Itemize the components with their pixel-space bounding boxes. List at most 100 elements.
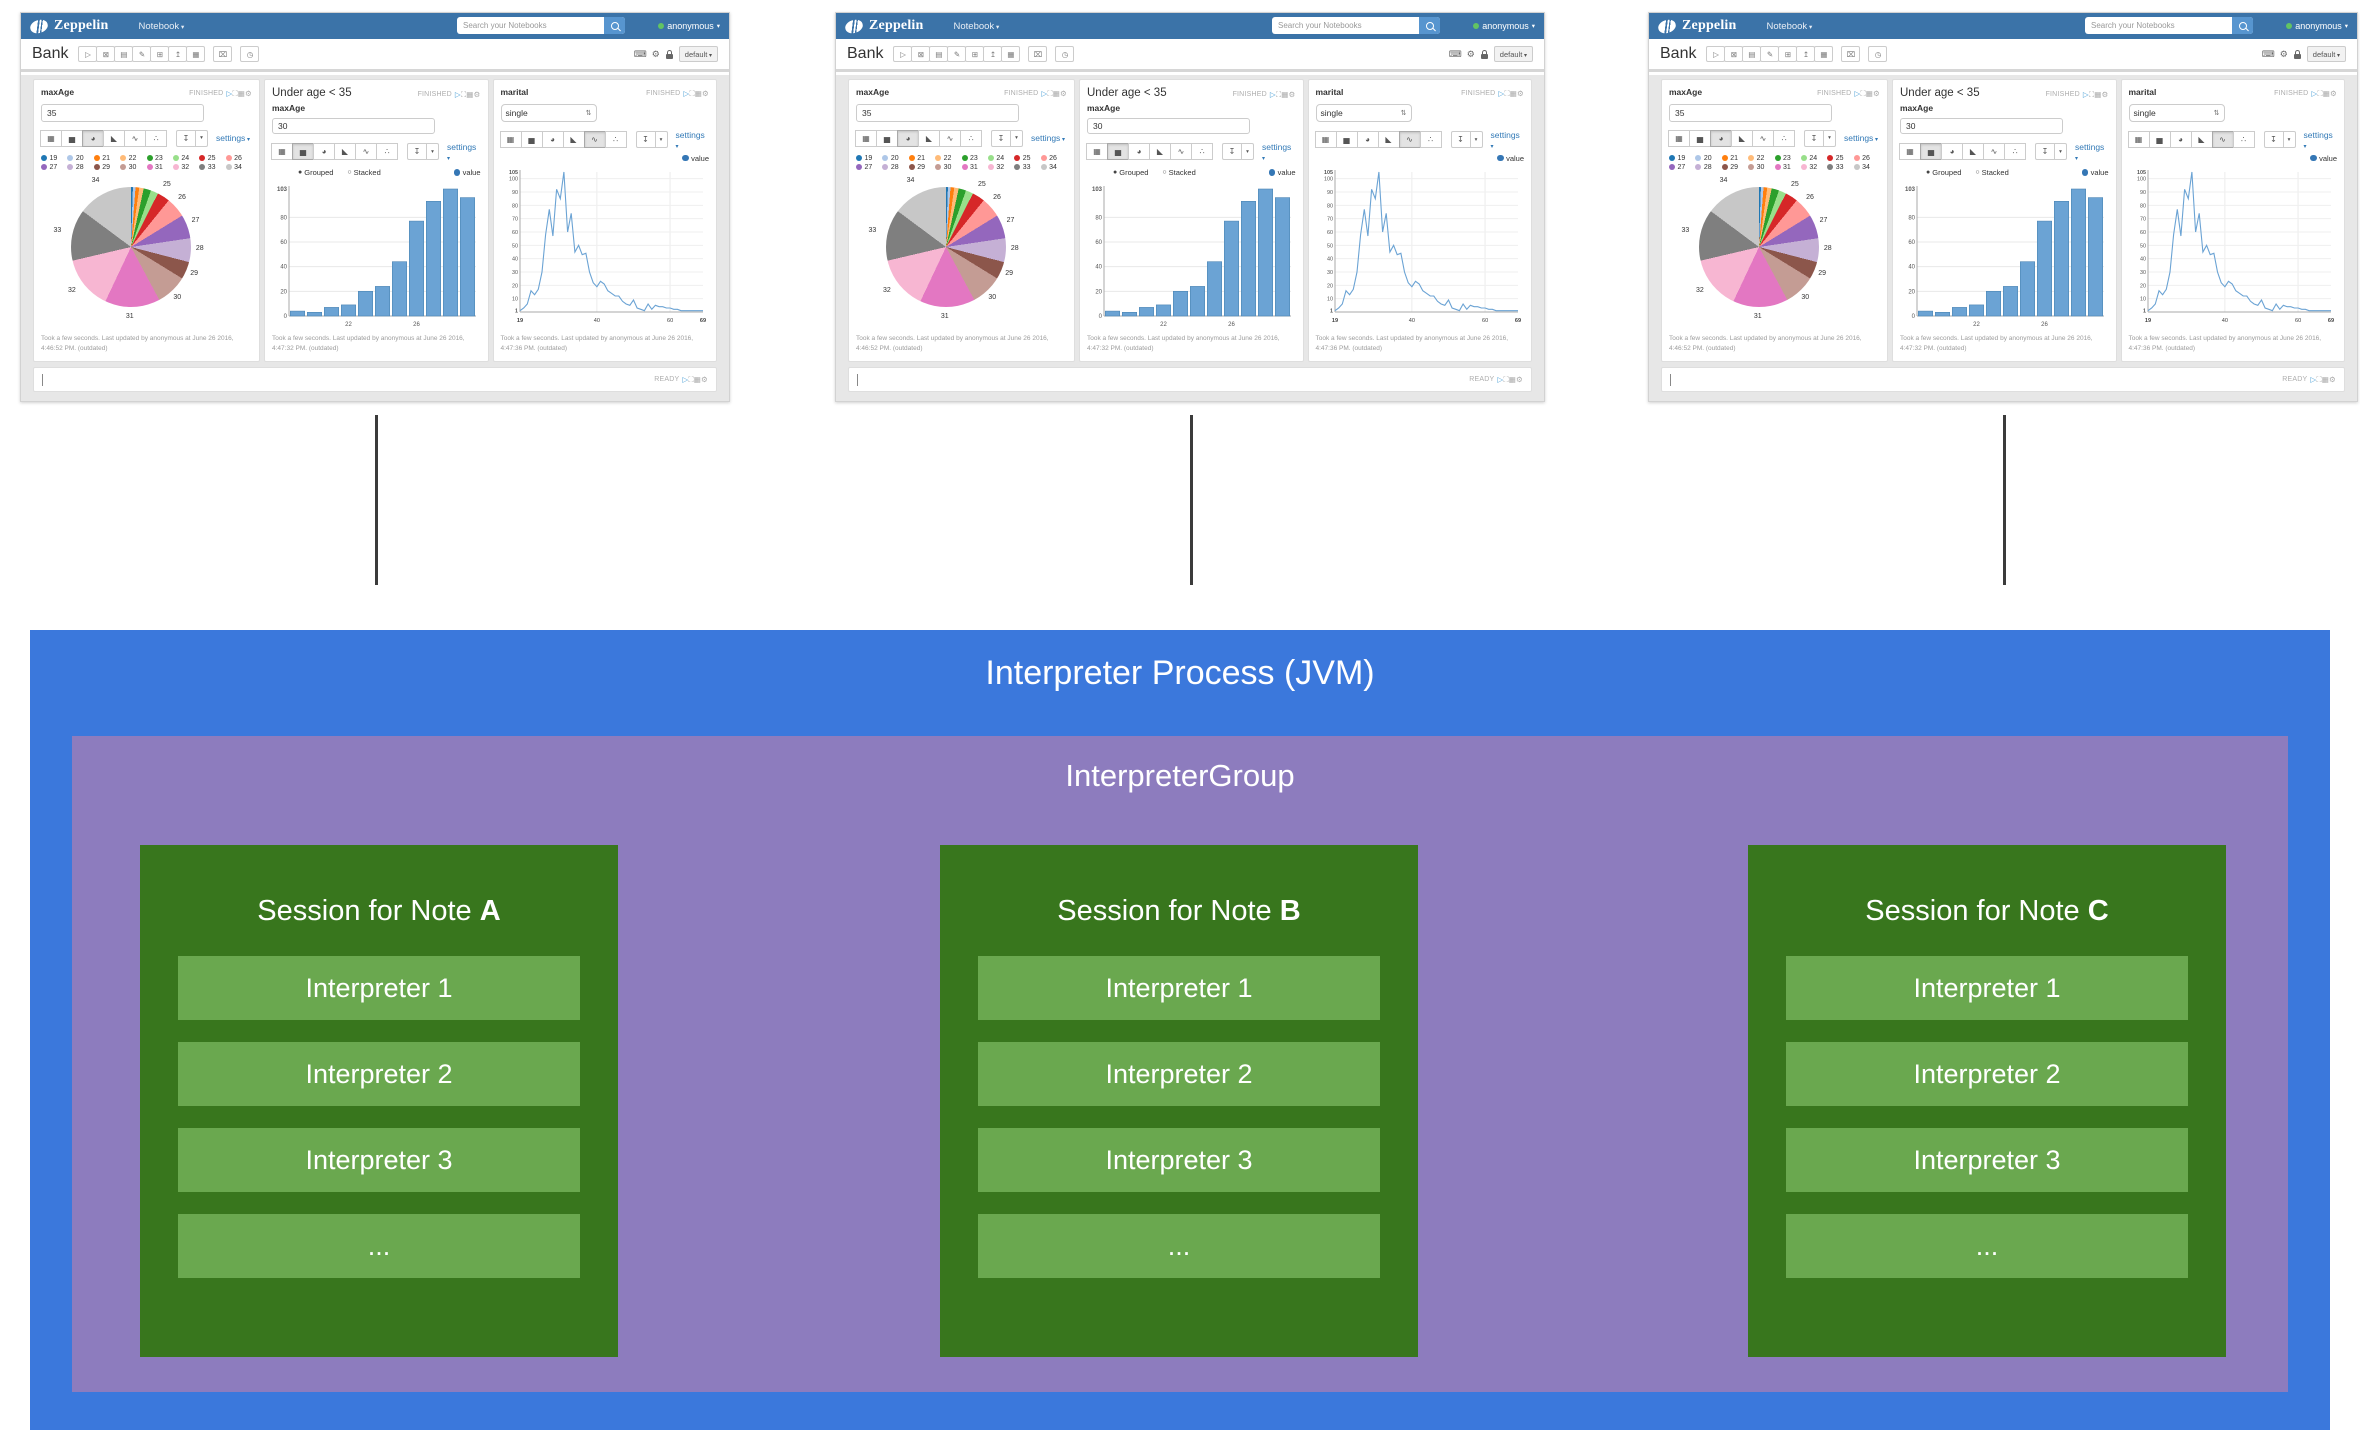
legend-item[interactable]: 27 [41,164,67,171]
legend-item[interactable]: 34 [225,164,252,171]
pie-chart-icon[interactable]: ◕ [82,129,104,147]
expand-paragraph-icon[interactable]: ⛶ [2316,374,2322,384]
legend-item[interactable]: 25 [1827,155,1853,162]
settings-link[interactable]: settings [1031,133,1065,143]
run-paragraph-icon[interactable]: ▷ [683,88,690,98]
maxage-input[interactable]: 30 [1087,117,1250,134]
run-paragraph-icon[interactable]: ▷ [1498,88,1505,98]
link-paragraph-icon[interactable]: ▦ [1052,88,1061,98]
paragraph-gear-icon[interactable]: ⚙ [1516,374,1523,384]
legend-item[interactable]: 23 [1774,155,1801,162]
area-chart-icon[interactable]: ◣ [1731,129,1753,147]
bar[interactable] [1104,310,1120,317]
download-button[interactable]: ↧ [1222,143,1242,161]
bar[interactable] [1241,200,1257,317]
scatter-chart-icon[interactable]: ∴ [2004,143,2026,161]
run-paragraph-icon[interactable]: ▷ [2310,374,2317,384]
grouped-radio[interactable]: ●Grouped [1926,168,1961,177]
link-paragraph-icon[interactable]: ▦ [237,88,246,98]
grouped-radio[interactable]: ●Grouped [298,168,333,177]
legend-item[interactable]: 28 [67,164,93,171]
line-chart-icon[interactable]: ∿ [355,143,377,161]
link-paragraph-icon[interactable]: ▦ [1281,89,1289,99]
export-note-icon[interactable]: ↥ [983,46,1003,62]
paragraph-gear-icon[interactable]: ⚙ [2330,88,2337,98]
paragraph-gear-icon[interactable]: ⚙ [1060,88,1067,98]
settings-link[interactable]: settings [1844,133,1878,143]
paragraph-gear-icon[interactable]: ⚙ [702,88,709,98]
interpreter-default-button[interactable]: default [678,46,718,62]
grouped-radio[interactable]: ●Grouped [1113,168,1148,177]
bar-chart-icon[interactable]: ▅ [292,143,314,161]
show-hide-code-icon[interactable]: ⊠ [911,46,931,62]
settings-link[interactable]: settings [1262,142,1296,162]
maxage-input[interactable]: 30 [272,117,435,134]
area-chart-icon[interactable]: ◣ [1962,143,1984,161]
clear-output-icon[interactable]: ✎ [947,46,967,62]
legend-item[interactable]: 29 [93,164,120,171]
download-button[interactable]: ↧ [1804,129,1824,147]
bar[interactable] [1156,304,1172,317]
area-chart-icon[interactable]: ◣ [334,143,356,161]
expand-paragraph-icon[interactable]: ⛶ [1503,374,1509,384]
interpreter-binding-icon[interactable]: ⚙ [2279,48,2288,59]
legend-item[interactable]: 27 [856,164,882,171]
run-paragraph-icon[interactable]: ▷ [1041,88,1048,98]
line-series[interactable] [1334,171,1518,311]
line-chart-icon[interactable]: ∿ [1752,129,1774,147]
legend-item[interactable]: 33 [199,164,225,171]
legend-item[interactable]: 22 [120,155,146,162]
line-chart-icon[interactable]: ∿ [1398,131,1421,148]
bar[interactable] [2003,285,2019,317]
link-paragraph-icon[interactable]: ▦ [693,374,702,384]
paragraph-gear-icon[interactable]: ⚙ [245,88,252,98]
lock-icon[interactable] [2293,49,2301,59]
link-paragraph-icon[interactable]: ▦ [2094,89,2102,99]
search-button[interactable] [1419,17,1440,34]
link-paragraph-icon[interactable]: ▦ [2322,88,2331,98]
clone-note-icon[interactable]: ⊞ [965,46,985,62]
empty-paragraph[interactable]: READY▷⛶▦⚙ [848,367,1532,392]
bar[interactable] [1121,311,1137,317]
search-button[interactable] [2232,17,2253,34]
maxage-input[interactable]: 35 [41,103,204,122]
user-menu[interactable]: anonymous [2286,13,2348,39]
clear-output-icon[interactable]: ✎ [1760,46,1780,62]
legend-item[interactable]: 26 [225,155,252,162]
interpreter-default-button[interactable]: default [2306,46,2346,62]
bar[interactable] [392,261,408,317]
legend-item[interactable]: 31 [961,164,988,171]
search-box[interactable]: Search your Notebooks [457,17,625,34]
clone-note-icon[interactable]: ⊞ [1778,46,1798,62]
stacked-radio[interactable]: ○Stacked [1162,168,1195,177]
table-icon[interactable]: ▦ [1899,143,1921,161]
legend-item[interactable]: 31 [146,164,173,171]
legend-item[interactable]: 19 [41,155,67,162]
user-menu[interactable]: anonymous [658,13,720,39]
scheduler-icon[interactable]: ◷ [1868,46,1888,62]
bar[interactable] [306,311,322,317]
download-button[interactable]: ↧ [176,129,196,147]
remove-note-icon[interactable]: ⌧ [1841,46,1861,62]
line-chart-icon[interactable]: ∿ [1170,143,1192,161]
bar[interactable] [460,197,476,317]
expand-paragraph-icon[interactable]: ⛶ [460,89,467,99]
run-paragraph-icon[interactable]: ▷ [226,88,233,98]
link-paragraph-icon[interactable]: ▦ [466,89,474,99]
version-control-icon[interactable]: ▦ [186,46,206,62]
legend-item[interactable]: 34 [1853,164,1880,171]
link-paragraph-icon[interactable]: ▦ [1509,88,1518,98]
bar[interactable] [1951,306,1967,317]
bar-chart-icon[interactable]: ▅ [1689,129,1711,147]
scatter-chart-icon[interactable]: ∴ [145,129,167,147]
scatter-chart-icon[interactable]: ∴ [1419,131,1442,148]
shortcuts-icon[interactable]: ⌨ [1448,48,1462,59]
paragraph-gear-icon[interactable]: ⚙ [701,374,708,384]
legend-item[interactable]: 32 [1800,164,1827,171]
legend-item[interactable]: 29 [1721,164,1748,171]
scheduler-icon[interactable]: ◷ [240,46,260,62]
bar[interactable] [2020,261,2036,317]
version-control-icon[interactable]: ▦ [1001,46,1021,62]
legend-item[interactable]: 30 [935,164,961,171]
empty-paragraph[interactable]: READY▷⛶▦⚙ [33,367,717,392]
